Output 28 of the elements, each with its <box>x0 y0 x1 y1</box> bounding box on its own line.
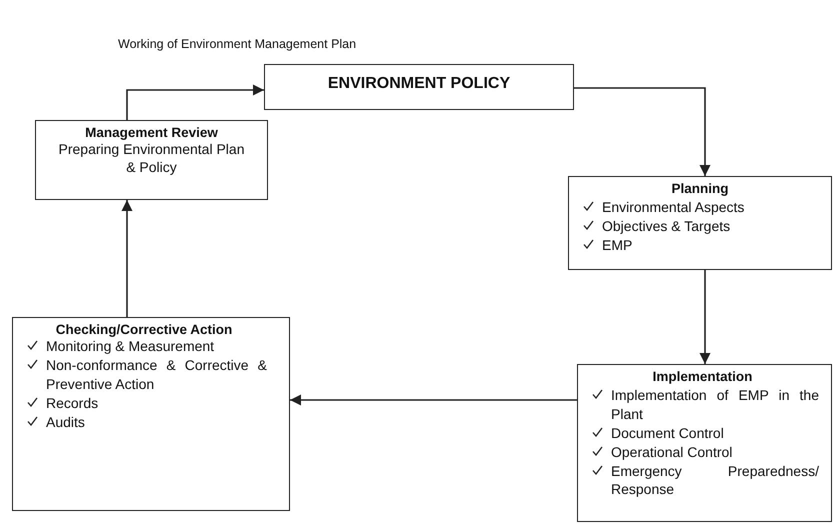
process-box <box>12 317 290 511</box>
arrow <box>121 200 133 317</box>
list-item: Audits <box>46 412 86 432</box>
list-item: Monitoring & Measurement <box>46 337 216 356</box>
box-heading: Management Review <box>84 125 219 140</box>
diagram-title: Working of Environment Management Plan <box>118 37 356 51</box>
process-box <box>35 120 268 200</box>
arrow <box>290 394 577 406</box>
list-item: Implementation of EMP in the Plant <box>611 386 819 424</box>
list-item: Records <box>46 394 100 413</box>
list-item: Emergency Preparedness/ Response <box>611 462 819 500</box>
arrow <box>574 87 711 176</box>
arrow <box>699 270 711 364</box>
box-heading: Planning <box>670 181 730 196</box>
process-box <box>577 364 832 522</box>
box-heading: Checking/Corrective Action <box>54 322 234 337</box>
box-heading: ENVIRONMENT POLICY <box>326 74 512 93</box>
arrow <box>126 84 264 120</box>
process-box <box>264 64 574 110</box>
process-box <box>568 176 832 270</box>
box-text: Preparing Environmental Plan & Policy <box>58 140 246 176</box>
list-item: Non-conformance & Corrective & Preventive Action <box>46 356 267 394</box>
list-item: Operational Control <box>611 442 734 462</box>
box-heading: Implementation <box>652 369 754 384</box>
list-item: Environmental Aspects <box>602 198 746 217</box>
list-item: EMP <box>602 236 634 255</box>
list-item: Document Control <box>611 424 725 443</box>
list-item: Objectives & Targets <box>602 216 732 236</box>
